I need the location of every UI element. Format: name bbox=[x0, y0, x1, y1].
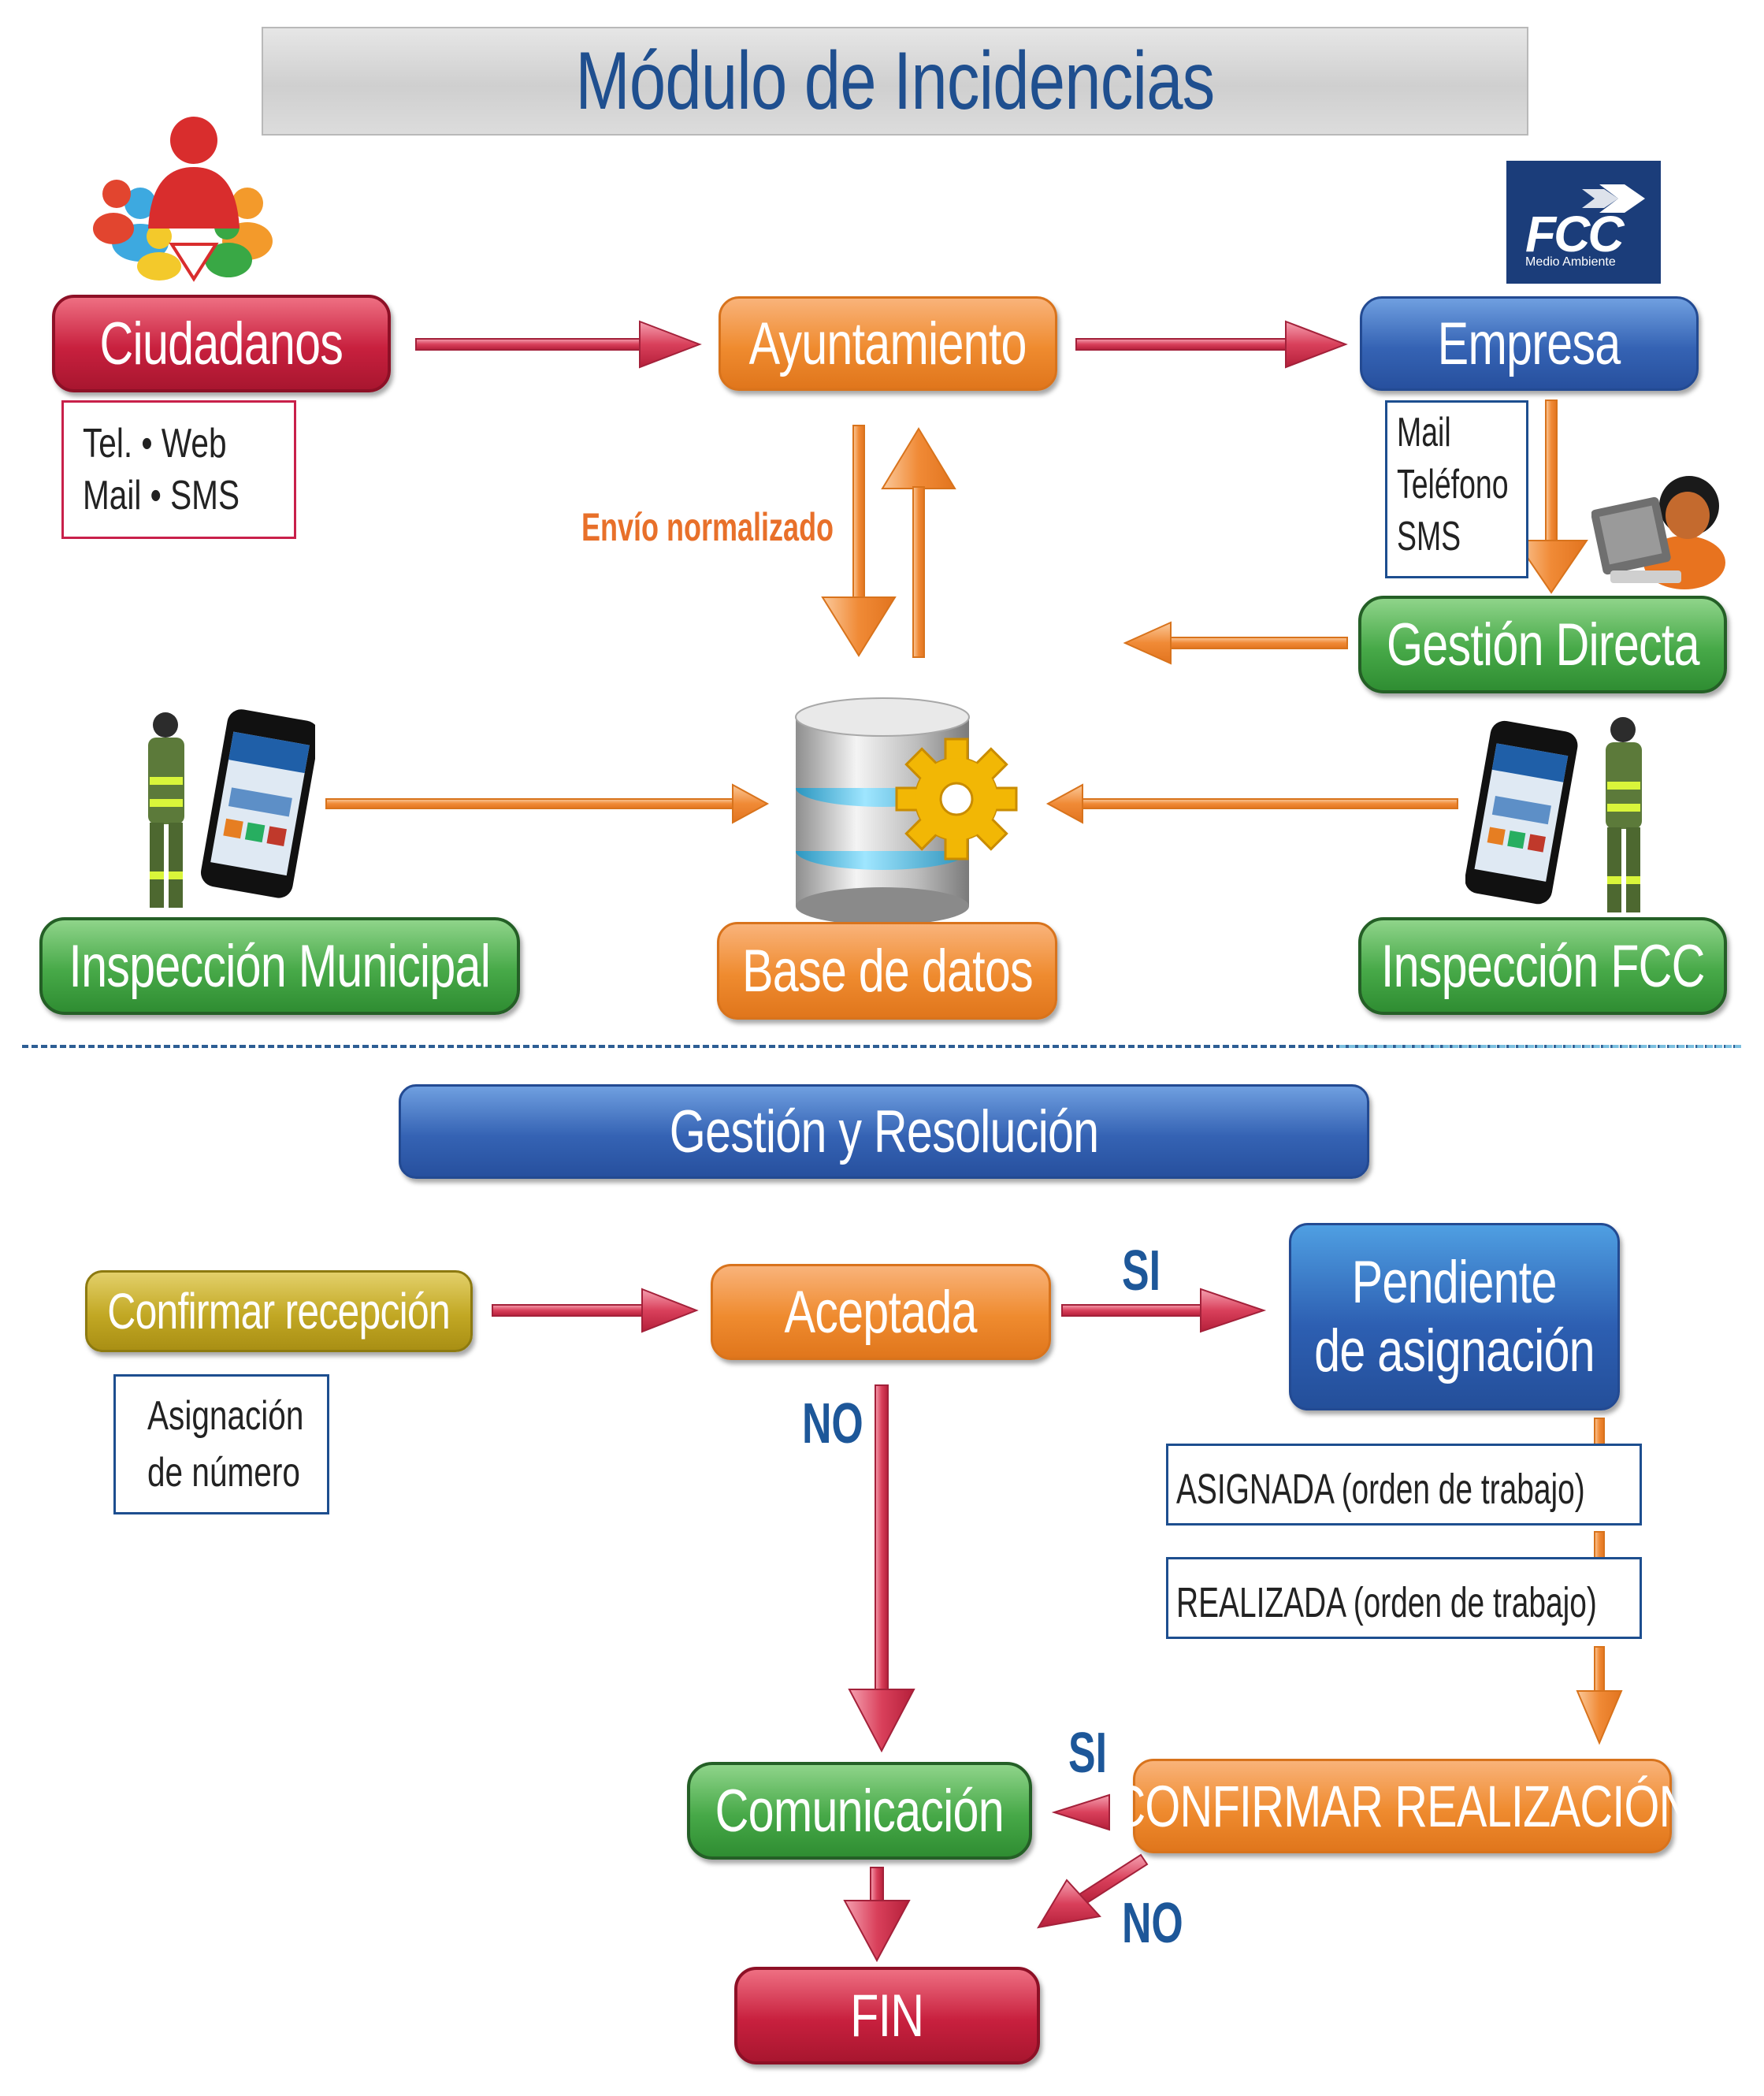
note-asignacion-line1: Asignación bbox=[147, 1393, 304, 1439]
node-ayuntamiento-label: Ayuntamiento bbox=[748, 310, 1027, 377]
arrow-ayuntamiento-empresa bbox=[1075, 320, 1348, 369]
status-realizada: REALIZADA (orden de trabajo) bbox=[1166, 1557, 1642, 1639]
section-header-label: Gestión y Resolución bbox=[669, 1098, 1099, 1165]
inspector-phone-icon-left bbox=[148, 709, 315, 908]
status-asignada: ASIGNADA (orden de trabajo) bbox=[1166, 1444, 1642, 1526]
node-base-de-datos-label: Base de datos bbox=[741, 937, 1034, 1005]
arrow-ciudadanos-ayuntamiento bbox=[415, 320, 702, 369]
inspector-phone-icon-right bbox=[1465, 717, 1642, 912]
node-empresa-label: Empresa bbox=[1438, 310, 1621, 377]
node-ciudadanos: Ciudadanos bbox=[52, 295, 391, 392]
title-bar: Módulo de Incidencias bbox=[262, 27, 1528, 136]
note-ciudadanos-line2: Mail • SMS bbox=[83, 473, 240, 518]
label-envio-normalizado: Envío normalizado bbox=[581, 505, 834, 549]
node-confirmar-recepcion-label: Confirmar recepción bbox=[107, 1283, 451, 1340]
arrow-inspeccion-fcc bbox=[1045, 783, 1458, 824]
node-fin: FIN bbox=[734, 1967, 1040, 2064]
note-ciudadanos-line1: Tel. • Web bbox=[83, 421, 227, 466]
arrow-comunicacion-fin bbox=[843, 1867, 911, 1963]
citizens-group-icon bbox=[93, 117, 273, 282]
fcc-arrows-icon bbox=[1582, 184, 1645, 213]
operator-computer-icon bbox=[1591, 476, 1725, 589]
note-empresa: Mail Teléfono SMS bbox=[1385, 400, 1528, 578]
label-no-confirmar: NO bbox=[1122, 1892, 1183, 1955]
node-fin-label: FIN bbox=[850, 1982, 924, 2050]
label-no-aceptada: NO bbox=[802, 1392, 863, 1455]
arrow-confirmar-comunicacion bbox=[1051, 1793, 1110, 1831]
node-confirmar-realizacion-label: CONFIRMAR REALIZACIÓN bbox=[1112, 1773, 1692, 1839]
node-inspeccion-fcc: Inspección FCC bbox=[1358, 917, 1727, 1015]
fcc-logo-subtext: Medio Ambiente bbox=[1525, 255, 1616, 269]
node-aceptada-label: Aceptada bbox=[784, 1278, 978, 1346]
section-divider-accent bbox=[1339, 1045, 1741, 1048]
status-realizada-label: REALIZADA (orden de trabajo) bbox=[1176, 1579, 1597, 1626]
arrow-inspeccion-municipal bbox=[325, 783, 770, 824]
node-ciudadanos-label: Ciudadanos bbox=[99, 310, 344, 377]
fcc-logo-text: FCC bbox=[1525, 206, 1625, 262]
note-empresa-line1: Mail bbox=[1397, 410, 1451, 455]
arrow-realizada-confirmar bbox=[1576, 1646, 1623, 1745]
note-empresa-line3: SMS bbox=[1397, 514, 1461, 559]
node-aceptada: Aceptada bbox=[711, 1264, 1051, 1360]
node-inspeccion-fcc-label: Inspección FCC bbox=[1380, 932, 1706, 1000]
label-si-aceptada: SI bbox=[1122, 1239, 1161, 1303]
node-gestion-directa: Gestión Directa bbox=[1358, 596, 1727, 693]
note-asignacion-line2: de número bbox=[147, 1450, 300, 1496]
arrow-gestion-directa-left bbox=[1123, 621, 1348, 665]
node-confirmar-recepcion: Confirmar recepción bbox=[85, 1270, 473, 1352]
note-empresa-line2: Teléfono bbox=[1397, 462, 1509, 507]
page-title: Módulo de Incidencias bbox=[575, 35, 1215, 127]
database-icon bbox=[795, 697, 1018, 925]
node-pendiente-asignacion: Pendiente de asignación bbox=[1289, 1223, 1620, 1410]
node-empresa: Empresa bbox=[1360, 296, 1699, 391]
node-comunicacion: Comunicación bbox=[687, 1762, 1032, 1860]
node-ayuntamiento: Ayuntamiento bbox=[719, 296, 1057, 391]
fcc-logo: FCC Medio Ambiente bbox=[1506, 161, 1661, 284]
section-divider bbox=[22, 1045, 1740, 1048]
node-inspeccion-municipal-label: Inspección Municipal bbox=[69, 932, 491, 1000]
note-ciudadanos: Tel. • Web Mail • SMS bbox=[61, 400, 296, 539]
node-base-de-datos: Base de datos bbox=[717, 922, 1057, 1020]
node-inspeccion-municipal: Inspección Municipal bbox=[39, 917, 520, 1015]
arrow-confirmar-aceptada bbox=[492, 1288, 699, 1333]
node-comunicacion-label: Comunicación bbox=[715, 1777, 1005, 1845]
arrow-aceptada-pendiente bbox=[1061, 1288, 1267, 1333]
arrow-basedatos-up bbox=[881, 427, 956, 658]
status-asignada-label: ASIGNADA (orden de trabajo) bbox=[1176, 1466, 1585, 1513]
gear-icon bbox=[895, 738, 1018, 860]
node-confirmar-realizacion: CONFIRMAR REALIZACIÓN bbox=[1113, 1759, 1692, 1853]
node-gestion-directa-label: Gestión Directa bbox=[1386, 611, 1700, 678]
label-si-confirmar: SI bbox=[1068, 1722, 1107, 1785]
node-pendiente-line1: Pendiente bbox=[1352, 1249, 1558, 1316]
section-header-gestion-resolucion: Gestión y Resolución bbox=[399, 1084, 1369, 1179]
note-asignacion-numero: Asignación de número bbox=[113, 1374, 329, 1514]
node-pendiente-line2: de asignación bbox=[1314, 1317, 1595, 1384]
